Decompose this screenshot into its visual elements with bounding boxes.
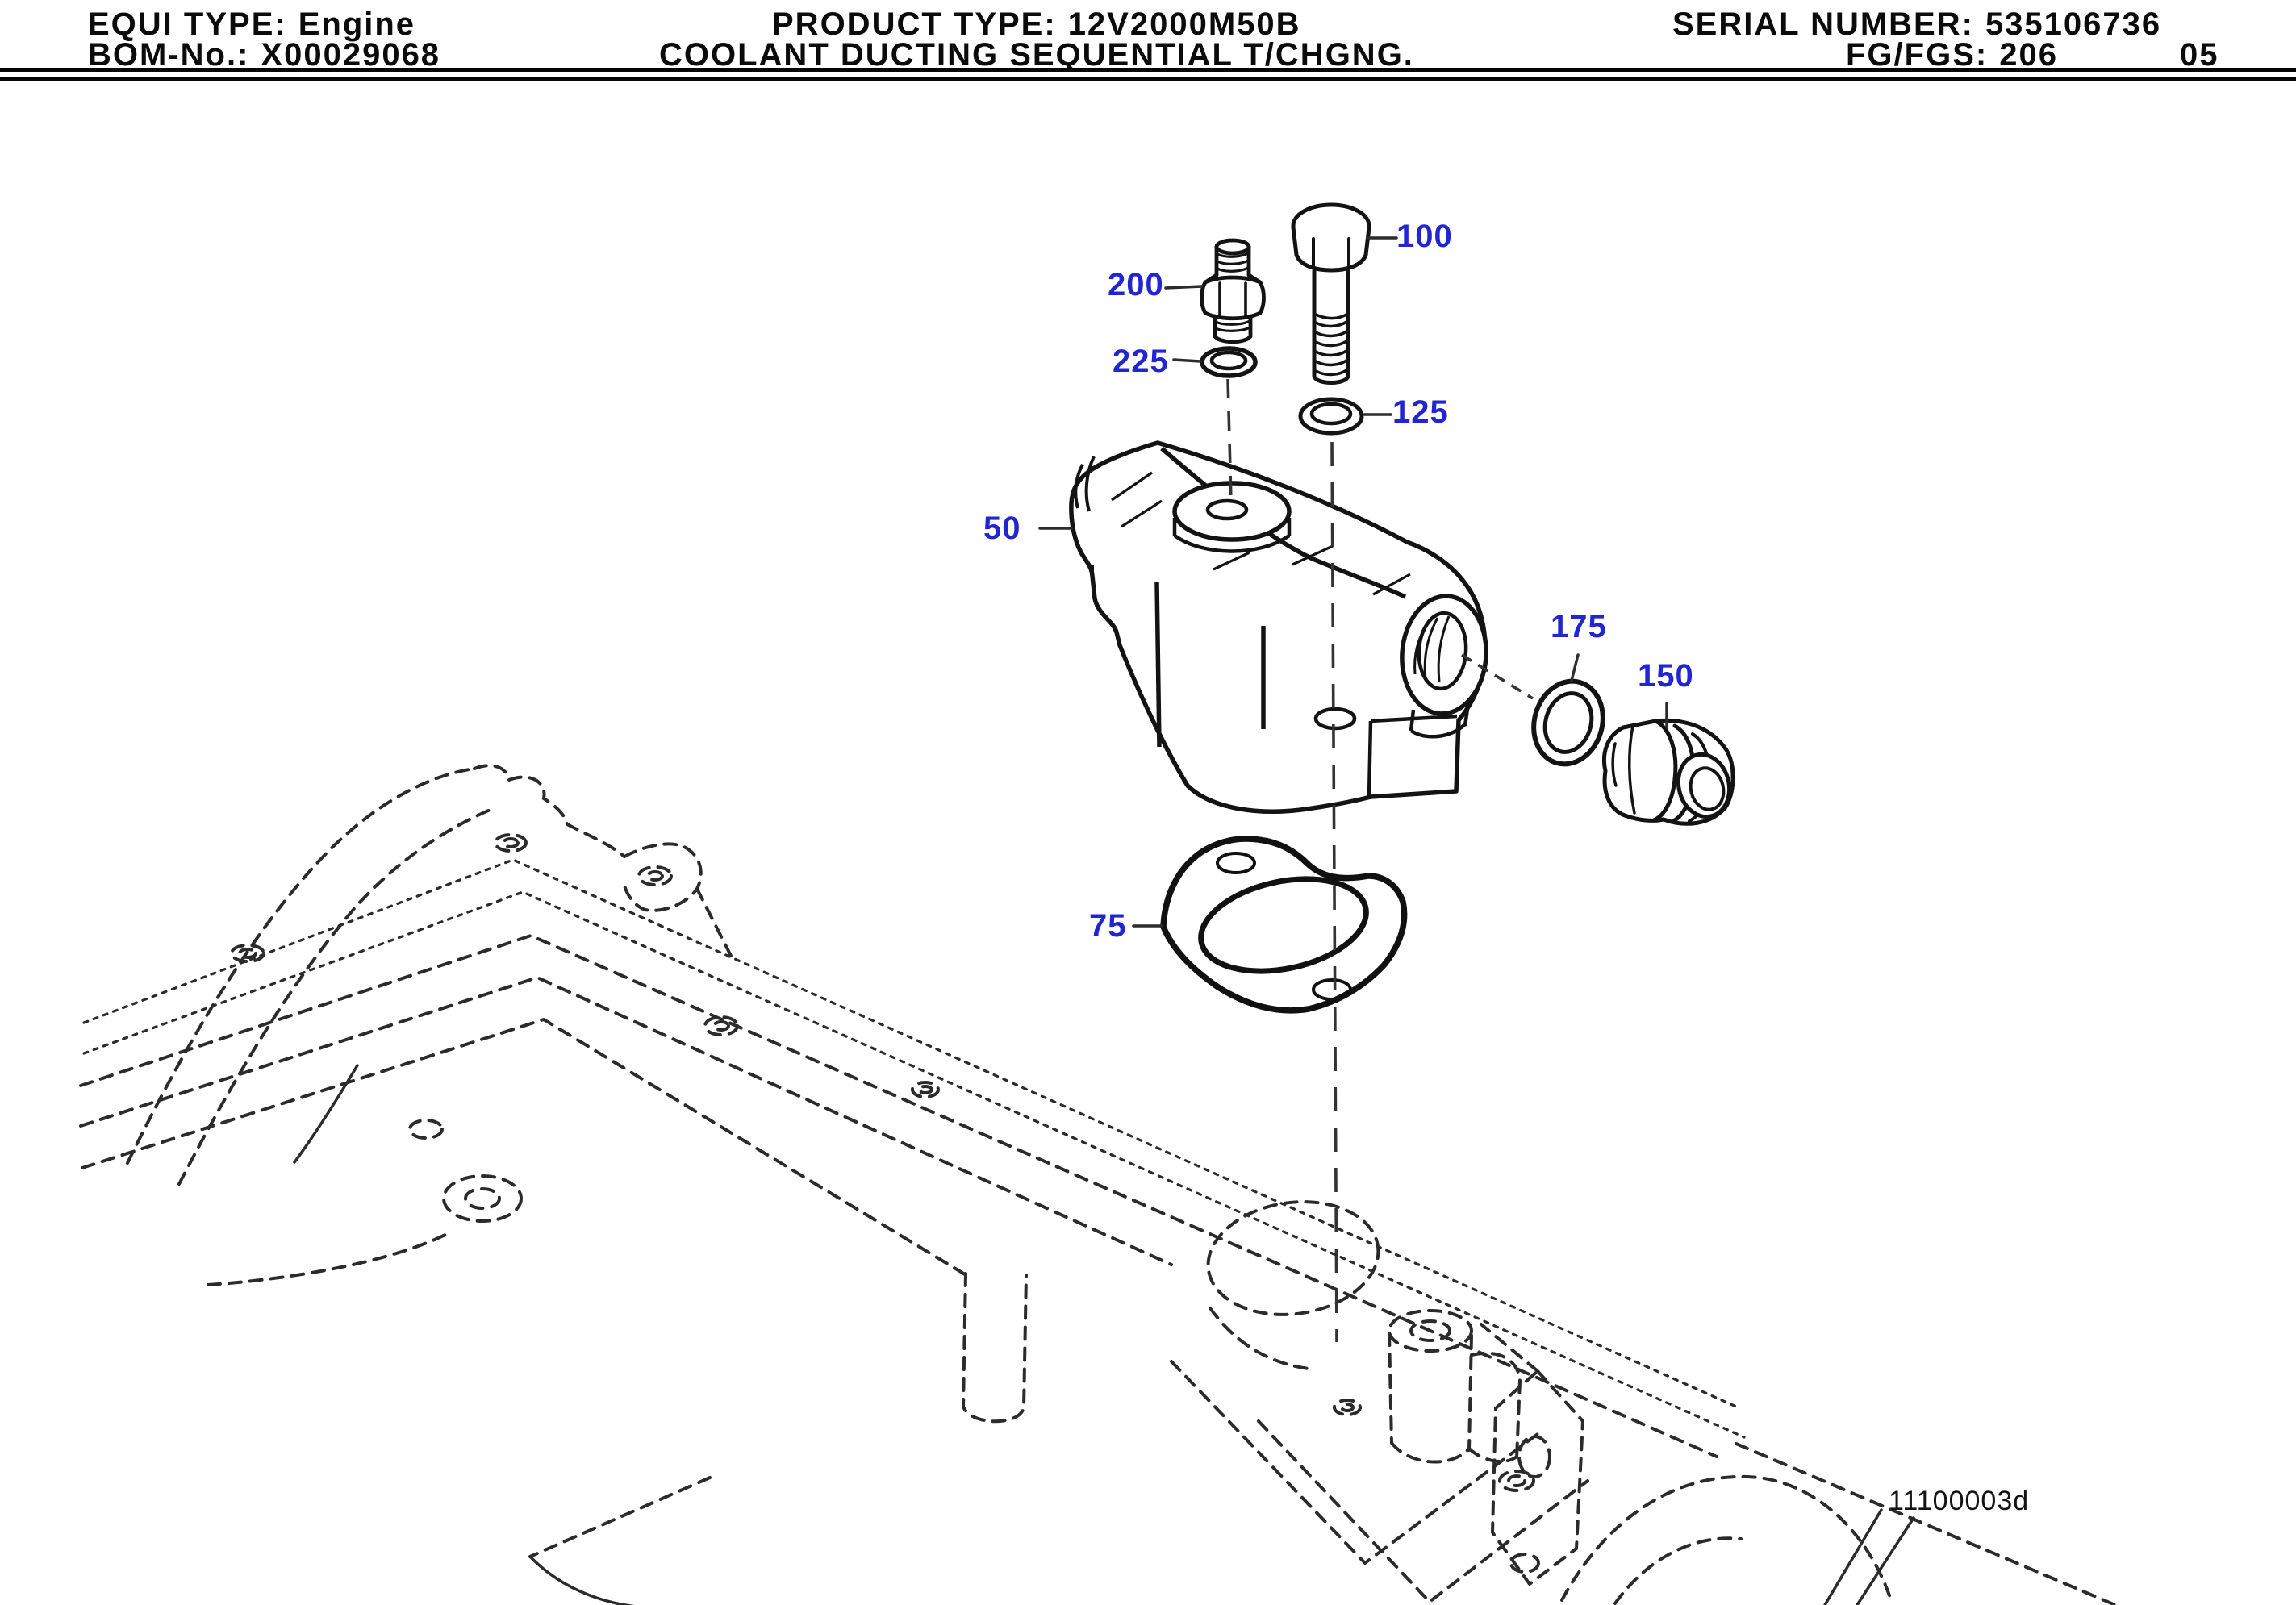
part-150-plug <box>1601 718 1735 826</box>
serial-number-value: 535106736 <box>1985 6 2162 42</box>
fgs-value: 05 <box>2180 37 2219 73</box>
assembly-axis-lines <box>1226 378 1534 1343</box>
part-100-bolt <box>1291 202 1371 385</box>
serial-number: SERIAL NUMBER: 535106736 <box>1672 8 2161 40</box>
bom-no-label: BOM-No.: <box>88 37 250 73</box>
engine-block-outline <box>79 764 2117 1605</box>
header-divider <box>0 68 2296 81</box>
engine-block-solid-edges <box>293 1064 1915 1605</box>
product-type-value: 12V2000M50B <box>1067 6 1301 42</box>
callout-125: 125 <box>1392 394 1449 430</box>
part-125-washer <box>1298 397 1364 436</box>
callout-leader-lines <box>1038 236 1668 928</box>
equi-type-value: Engine <box>298 6 416 42</box>
product-type: PRODUCT TYPE: 12V2000M50B <box>772 8 1301 40</box>
equi-type-label: EQUI TYPE: <box>88 6 287 42</box>
part-75-gasket <box>1160 836 1408 1014</box>
equi-type: EQUI TYPE: Engine <box>88 8 415 40</box>
part-200-fitting <box>1200 238 1266 344</box>
fg-fgs-label: FG/FGS: <box>1846 37 1989 73</box>
part-50-housing <box>1069 440 1488 814</box>
assembly-title: COOLANT DUCTING SEQUENTIAL T/CHGNG. <box>659 37 1414 73</box>
callout-200: 200 <box>1108 267 1164 302</box>
part-175-o-ring <box>1531 678 1605 767</box>
callout-75: 75 <box>1089 908 1127 944</box>
callout-175: 175 <box>1551 609 1607 644</box>
serial-number-label: SERIAL NUMBER: <box>1672 6 1974 42</box>
axis-port-to-o-ring <box>1461 653 1534 700</box>
axis-bolt-100 <box>1330 441 1338 1343</box>
fg-fgs: FG/FGS: 206 <box>1846 39 2058 71</box>
fg-value: 206 <box>1999 37 2058 73</box>
product-type-label: PRODUCT TYPE: <box>772 6 1057 42</box>
axis-fitting-200 <box>1226 378 1233 502</box>
callout-100: 100 <box>1396 219 1453 254</box>
part-225-seal-ring <box>1200 346 1258 378</box>
bom-no: BOM-No.: X00029068 <box>88 39 440 71</box>
callout-225: 225 <box>1113 344 1169 379</box>
callout-150: 150 <box>1638 658 1694 694</box>
callout-50: 50 <box>983 511 1021 546</box>
bom-no-value: X00029068 <box>261 37 441 73</box>
drawing-number: 11100003d <box>1889 1486 2030 1516</box>
